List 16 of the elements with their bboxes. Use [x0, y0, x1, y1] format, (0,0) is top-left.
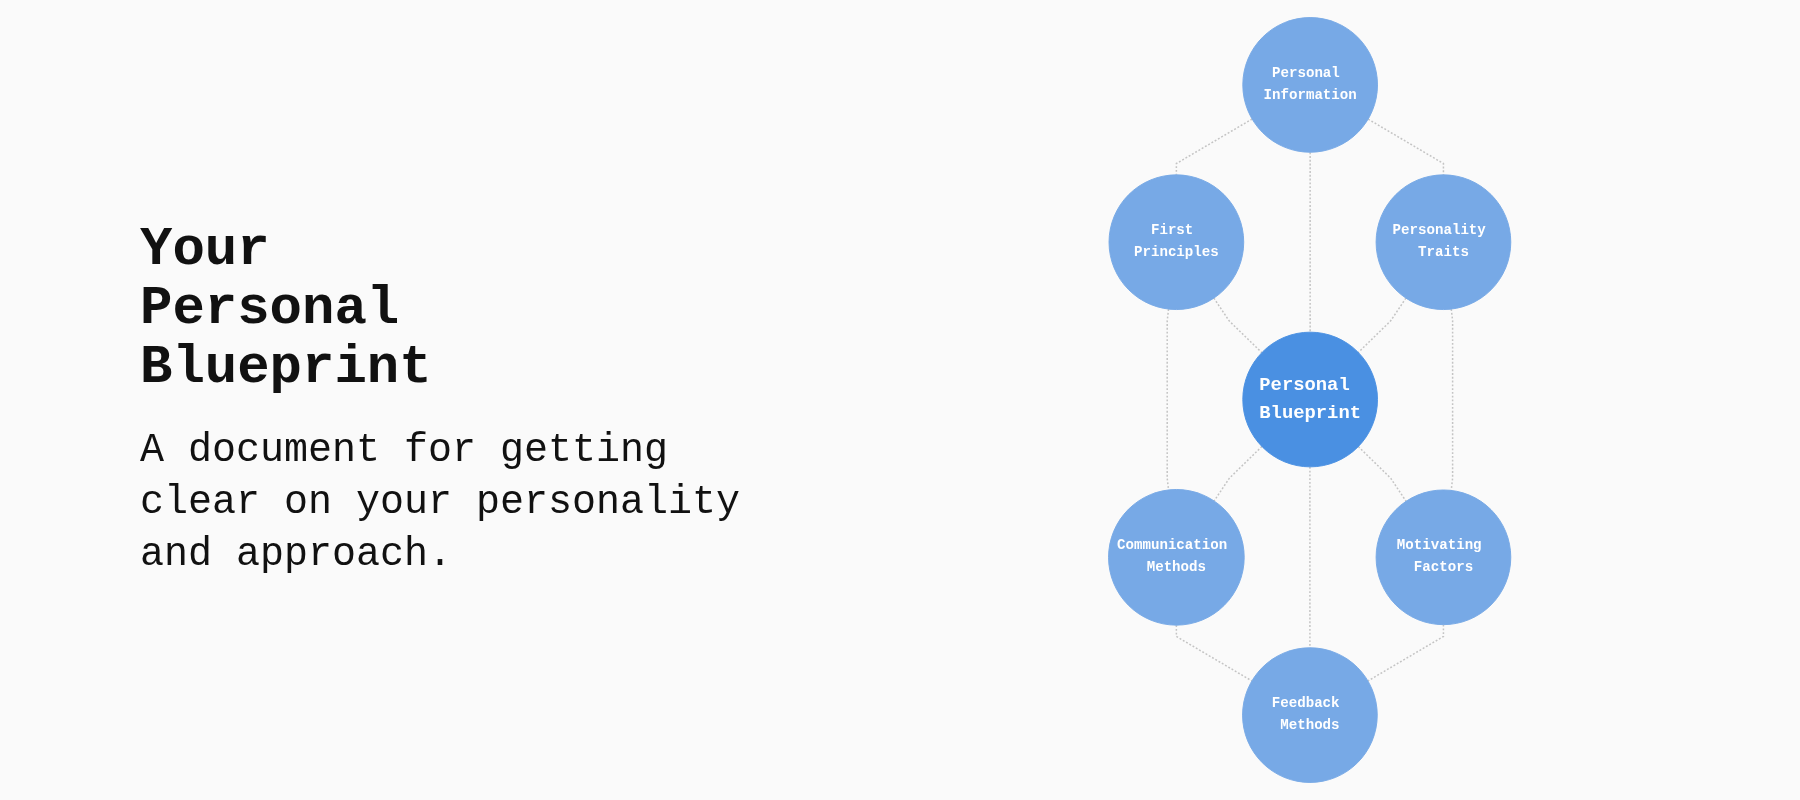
connector — [1309, 466, 1312, 649]
connector — [1213, 297, 1263, 354]
connector — [1357, 445, 1408, 503]
caption: A document for getting clear on your personality and approach. — [140, 426, 742, 579]
connector — [1166, 308, 1170, 491]
node-circle: Personality Traits — [1375, 174, 1512, 311]
node-circle: Feedback Methods — [1242, 647, 1379, 783]
node-circle: Personal Blueprint — [1242, 331, 1379, 468]
node-circle: Motivating Factors — [1375, 489, 1512, 626]
node-circle: First Principles — [1108, 174, 1245, 311]
connector — [1213, 445, 1263, 502]
connector — [1357, 297, 1407, 354]
node-circle: Communication Methods — [1108, 489, 1245, 626]
node-circle: Personal Information — [1242, 17, 1379, 153]
title: Your Personal Blueprint — [140, 219, 433, 397]
connector — [1309, 151, 1312, 333]
